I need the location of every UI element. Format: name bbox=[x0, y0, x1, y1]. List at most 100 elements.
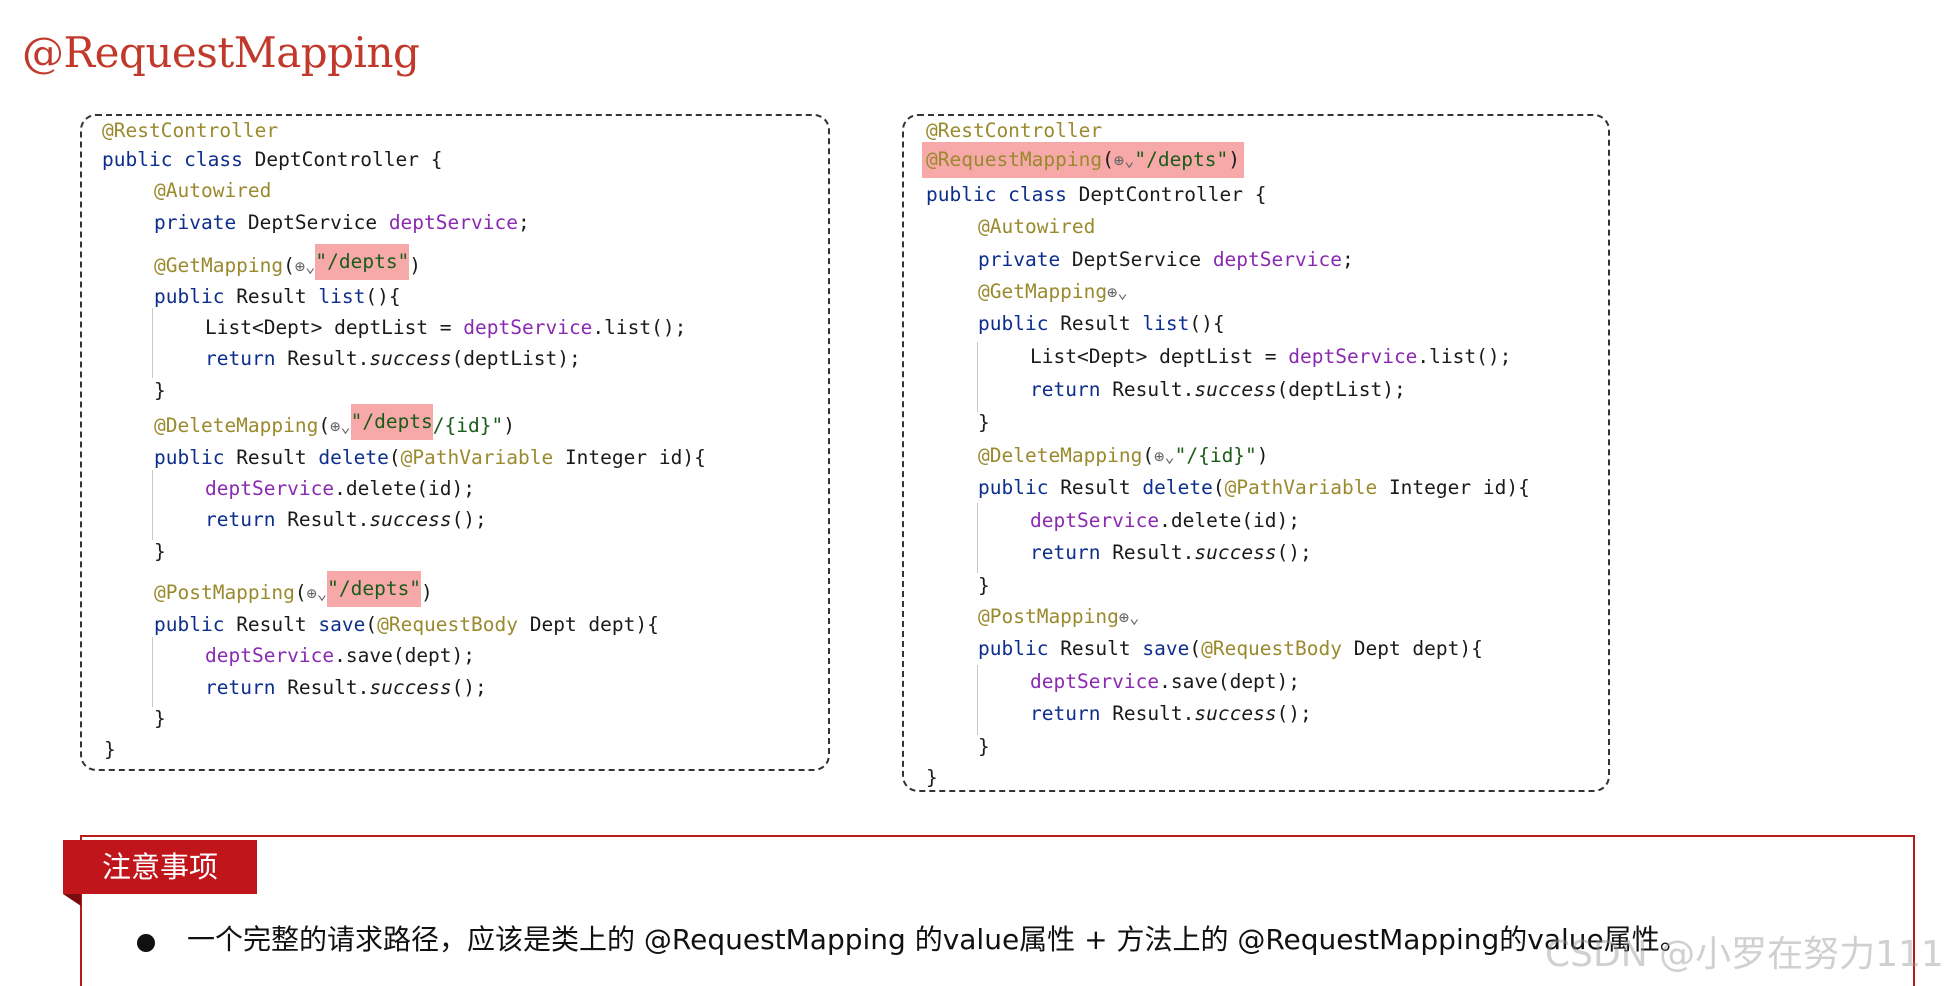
string-literal: "/depts" bbox=[315, 249, 410, 273]
field-name: deptService bbox=[205, 644, 335, 667]
annotation: @GetMapping bbox=[154, 254, 284, 277]
code-text: Result. bbox=[1100, 378, 1195, 401]
code-text: ) bbox=[409, 254, 422, 277]
code-text: Result. bbox=[275, 508, 370, 531]
keyword: return bbox=[205, 508, 276, 531]
method-name: delete bbox=[318, 446, 389, 469]
web-globe-dropdown-icon[interactable]: ⊕⌄ bbox=[294, 257, 316, 277]
code-line: deptService.save(dept); bbox=[205, 643, 475, 669]
code-line: @Autowired bbox=[978, 214, 1095, 240]
web-globe-dropdown-icon[interactable]: ⊕⌄ bbox=[330, 417, 351, 437]
code-text: .save(dept); bbox=[334, 644, 476, 667]
note-tab-fold bbox=[63, 894, 81, 906]
keyword: return bbox=[1030, 378, 1101, 401]
code-text: Result bbox=[224, 613, 319, 636]
keyword: public class bbox=[102, 148, 243, 171]
code-text: ) bbox=[1256, 444, 1269, 467]
code-text: DeptService bbox=[1060, 248, 1213, 271]
web-globe-dropdown-icon[interactable]: ⊕⌄ bbox=[1154, 447, 1175, 467]
code-text: Result bbox=[224, 285, 319, 308]
code-line: @GetMapping⊕⌄ bbox=[978, 279, 1128, 305]
code-text: DeptController { bbox=[242, 148, 443, 171]
code-text: (){ bbox=[365, 285, 401, 308]
code-text: } bbox=[978, 411, 990, 434]
code-text: ) bbox=[421, 581, 433, 604]
code-block-right bbox=[902, 114, 1610, 792]
method-name: save bbox=[318, 613, 366, 636]
web-globe-dropdown-icon[interactable]: ⊕⌄ bbox=[1113, 150, 1135, 171]
string-literal: /{id}" bbox=[432, 414, 504, 437]
code-text: success bbox=[1194, 702, 1277, 725]
code-text: } bbox=[154, 379, 166, 402]
keyword: public class bbox=[926, 183, 1067, 206]
code-text: } bbox=[104, 738, 116, 761]
code-text: Result bbox=[1048, 637, 1143, 660]
annotation: @PathVariable bbox=[1224, 476, 1378, 499]
method-name: save bbox=[1142, 637, 1190, 660]
annotation: @RequestBody bbox=[1201, 637, 1342, 660]
code-line: @PostMapping⊕⌄ bbox=[978, 604, 1139, 630]
keyword: public bbox=[154, 285, 225, 308]
code-text: Result bbox=[224, 446, 319, 469]
code-text: (); bbox=[1276, 702, 1312, 725]
code-line: private DeptService deptService; bbox=[978, 247, 1354, 273]
code-text: (deptList); bbox=[1276, 378, 1406, 401]
code-line: public class DeptController { bbox=[926, 182, 1266, 208]
field-name: deptService bbox=[1212, 248, 1342, 271]
annotation: @Autowired bbox=[978, 215, 1096, 238]
watermark: CSDN @小罗在努力111 bbox=[1545, 934, 1944, 975]
field-name: deptService bbox=[463, 316, 593, 339]
web-globe-dropdown-icon[interactable]: ⊕⌄ bbox=[1107, 283, 1128, 303]
code-text: ( bbox=[1212, 476, 1225, 499]
code-line: public Result delete(@PathVariable Integ… bbox=[978, 475, 1530, 501]
keyword: return bbox=[1030, 541, 1101, 564]
code-text: (); bbox=[451, 508, 487, 531]
code-line: } bbox=[154, 706, 166, 732]
annotation: @RequestBody bbox=[377, 613, 518, 636]
code-text: success bbox=[369, 676, 452, 699]
code-line: @GetMapping(⊕⌄"/depts") bbox=[154, 243, 422, 280]
code-text: success bbox=[1194, 378, 1277, 401]
code-text: (); bbox=[451, 676, 487, 699]
code-line: @DeleteMapping(⊕⌄"/{id}") bbox=[978, 443, 1269, 469]
code-text: Result. bbox=[1100, 541, 1195, 564]
web-globe-dropdown-icon[interactable]: ⊕⌄ bbox=[306, 584, 328, 604]
indent-guide bbox=[977, 503, 978, 573]
code-line: } bbox=[978, 573, 990, 599]
highlighted-path: "/depts" bbox=[315, 243, 410, 280]
code-line: public class DeptController { bbox=[102, 147, 442, 173]
indent-guide bbox=[152, 470, 153, 540]
string-literal: "/{id}" bbox=[1174, 444, 1257, 467]
method-name: list bbox=[1142, 312, 1190, 335]
web-globe-dropdown-icon[interactable]: ⊕⌄ bbox=[1118, 608, 1140, 628]
code-text: ; bbox=[517, 211, 530, 234]
annotation: @DeleteMapping bbox=[154, 414, 319, 437]
field-name: deptService bbox=[1288, 345, 1418, 368]
code-line: @RestController bbox=[926, 118, 1102, 144]
indent-guide bbox=[152, 637, 153, 707]
keyword: public bbox=[154, 613, 225, 636]
code-text: } bbox=[978, 735, 990, 758]
code-text: DeptService bbox=[236, 211, 389, 234]
code-text: (); bbox=[1276, 541, 1312, 564]
code-block-left bbox=[80, 114, 830, 771]
note-tab: 注意事项 bbox=[63, 840, 257, 894]
code-line: return Result.success(deptList); bbox=[1030, 377, 1406, 403]
code-text: ; bbox=[1341, 248, 1354, 271]
keyword: public bbox=[978, 637, 1049, 660]
keyword: return bbox=[205, 676, 276, 699]
code-line: return Result.success(); bbox=[1030, 540, 1312, 566]
code-text: ( bbox=[365, 613, 378, 636]
bullet-icon bbox=[137, 934, 155, 952]
code-text: ( bbox=[283, 254, 295, 277]
code-line: public Result list(){ bbox=[978, 311, 1225, 337]
code-text: success bbox=[369, 347, 452, 370]
annotation: @RestController bbox=[926, 119, 1103, 142]
code-text: List<Dept> deptList = bbox=[1030, 345, 1289, 368]
code-text: ( bbox=[388, 446, 401, 469]
annotation: @DeleteMapping bbox=[978, 444, 1143, 467]
keyword: public bbox=[978, 476, 1049, 499]
field-name: deptService bbox=[388, 211, 518, 234]
code-text: } bbox=[154, 707, 166, 730]
code-text: ( bbox=[318, 414, 331, 437]
